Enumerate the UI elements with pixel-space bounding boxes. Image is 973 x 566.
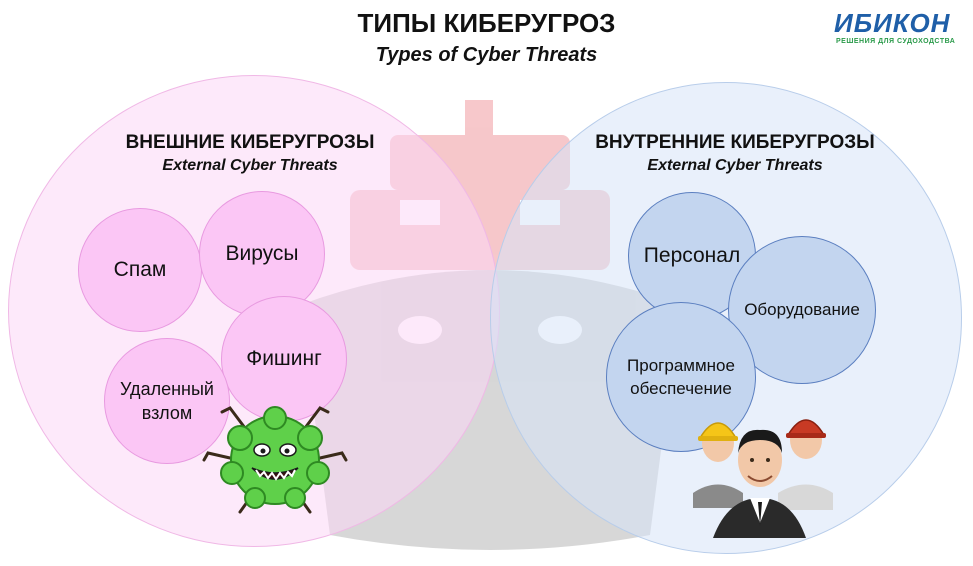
phishing-label: Фишинг [246,347,322,370]
page-title: ТИПЫ КИБЕРУГРОЗ [357,8,616,38]
remote-hack-label-line2: взлом [141,403,193,423]
remote-hack-bubble: Удаленный взлом [104,338,230,464]
phishing-bubble: Фишинг [221,296,347,422]
virus-monster-icon [202,406,348,514]
personnel-label: Персонал [643,244,741,267]
logo-tagline: РЕШЕНИЯ ДЛЯ СУДОХОДСТВА [836,38,956,45]
remote-hack-label-line1: Удаленный [120,379,214,399]
viruses-bubble: Вирусы [199,191,325,317]
equipment-label: Оборудование [744,300,860,319]
viruses-label: Вирусы [225,242,299,265]
software-label-line1: Программное [627,356,735,375]
external-group-subtitle: External Cyber Threats [162,157,338,174]
page-subtitle: Types of Cyber Threats [375,44,598,66]
software-bubble: Программное обеспечение [606,302,756,452]
logo-name: ИБИКОН [834,8,951,38]
internal-group-title: ВНУТРЕННИЕ КИБЕРУГРОЗЫ [595,132,875,153]
spam-bubble: Спам [78,208,202,332]
spam-label: Спам [113,258,167,281]
external-group-title: ВНЕШНИЕ КИБЕРУГРОЗЫ [125,132,375,153]
software-label-line2: обеспечение [630,379,732,398]
workers-group-icon [693,419,833,538]
company-logo: ИБИКОН РЕШЕНИЯ ДЛЯ СУДОХОДСТВА [830,8,970,45]
internal-group-subtitle: External Cyber Threats [647,157,823,174]
